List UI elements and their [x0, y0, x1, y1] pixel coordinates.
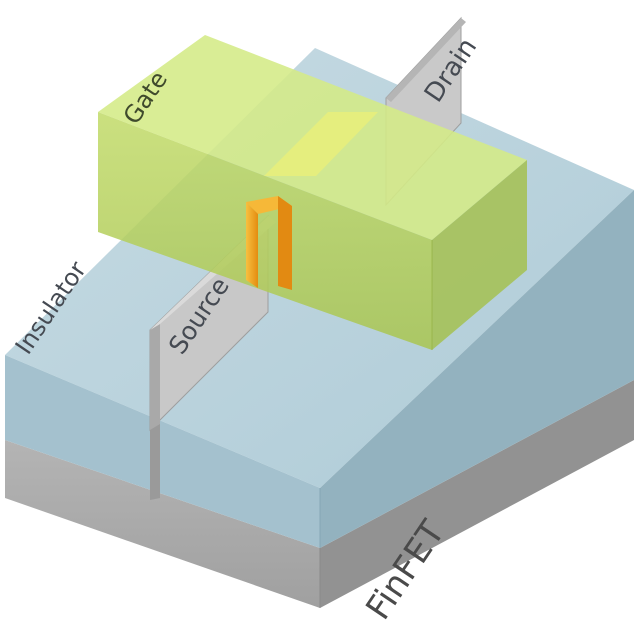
- gate-block: [98, 35, 527, 350]
- fin-drain-top-edge: [386, 18, 466, 102]
- gate-right-face: [432, 160, 527, 350]
- channel-face: [278, 196, 292, 290]
- substrate-right-face: [320, 380, 634, 608]
- substrate: [5, 380, 634, 608]
- substrate-front-face: [5, 440, 320, 608]
- insulator-right-face: [320, 190, 634, 548]
- insulator-front-face: [5, 355, 320, 548]
- channel-side: [246, 202, 258, 288]
- fin-slot: [150, 424, 160, 500]
- gate-front-face: [98, 112, 432, 350]
- channel: [246, 196, 292, 290]
- fin-through-gate: [264, 112, 378, 176]
